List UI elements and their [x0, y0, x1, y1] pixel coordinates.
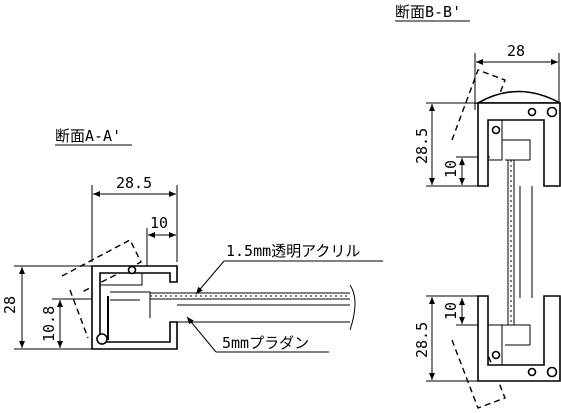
dimension-aa-lower-label: 10.8 — [40, 306, 58, 342]
aa-gasket-circle — [96, 333, 108, 345]
dimension-aa-width: 28.5 — [91, 174, 178, 262]
section-aa: 断面A-A' 28.5 10 28 10.8 — [1, 127, 383, 353]
dimension-aa-height: 28 — [1, 265, 98, 350]
label-acrylic: 1.5mm透明アクリル — [226, 242, 360, 260]
dimension-bb-bottom-height-label: 28.5 — [413, 322, 431, 358]
section-aa-title: 断面A-A' — [55, 127, 121, 145]
dimension-aa-slot: 10 — [146, 214, 176, 268]
bb-top-frame-profile — [475, 90, 561, 187]
dimension-bb-top-height-label: 28.5 — [413, 128, 431, 164]
aa-panels — [150, 284, 356, 331]
bb-panels — [507, 160, 533, 325]
leader-board: 5mmプラダン — [186, 316, 329, 353]
dimension-aa-slot-label: 10 — [150, 214, 168, 232]
aa-open-frame-outline — [61, 239, 142, 339]
leader-acrylic: 1.5mm透明アクリル — [195, 242, 383, 295]
dimension-bb-bottom-height: 28.5 — [413, 295, 480, 382]
label-board: 5mmプラダン — [222, 334, 309, 352]
dimension-aa-lower: 10.8 — [40, 298, 92, 348]
dimension-aa-height-label: 28 — [1, 296, 19, 314]
section-bb-title: 断面B-B' — [395, 3, 461, 21]
section-bb: 断面B-B' 28 28.5 10 — [395, 3, 561, 409]
dimension-bb-width-label: 28 — [507, 42, 525, 60]
dimension-aa-width-label: 28.5 — [116, 174, 152, 192]
aa-frame-profile — [91, 265, 178, 350]
dimension-bb-bottom-slot-label: 10 — [442, 302, 460, 320]
dimension-bb-top-height: 28.5 — [413, 102, 480, 187]
aa-break-line — [349, 284, 356, 331]
bb-bottom-frame-profile — [477, 295, 561, 382]
dimension-bb-top-slot-label: 10 — [442, 160, 460, 178]
dimension-bb-width: 28 — [474, 42, 560, 110]
